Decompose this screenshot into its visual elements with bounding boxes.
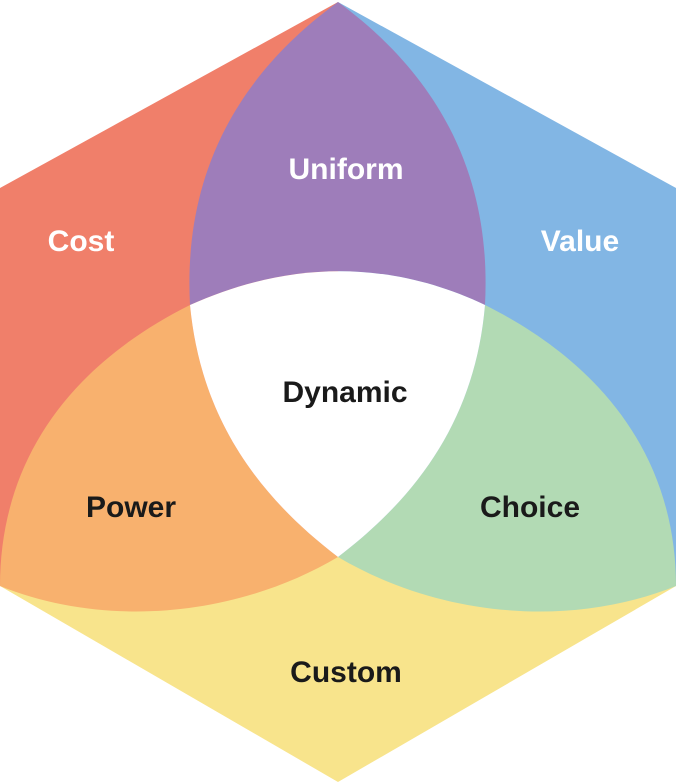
cost-label: Cost xyxy=(48,225,115,258)
uniform-label: Uniform xyxy=(289,153,404,186)
custom-label: Custom xyxy=(290,656,402,689)
choice-label: Choice xyxy=(480,491,580,524)
choice-petal xyxy=(338,305,676,612)
dynamic-label: Dynamic xyxy=(282,376,407,409)
uniform-petal xyxy=(189,2,486,305)
custom-region xyxy=(0,557,676,782)
power-label: Power xyxy=(86,491,176,524)
dynamic-center xyxy=(190,271,485,557)
power-petal xyxy=(0,305,338,612)
value-label: Value xyxy=(541,225,619,258)
